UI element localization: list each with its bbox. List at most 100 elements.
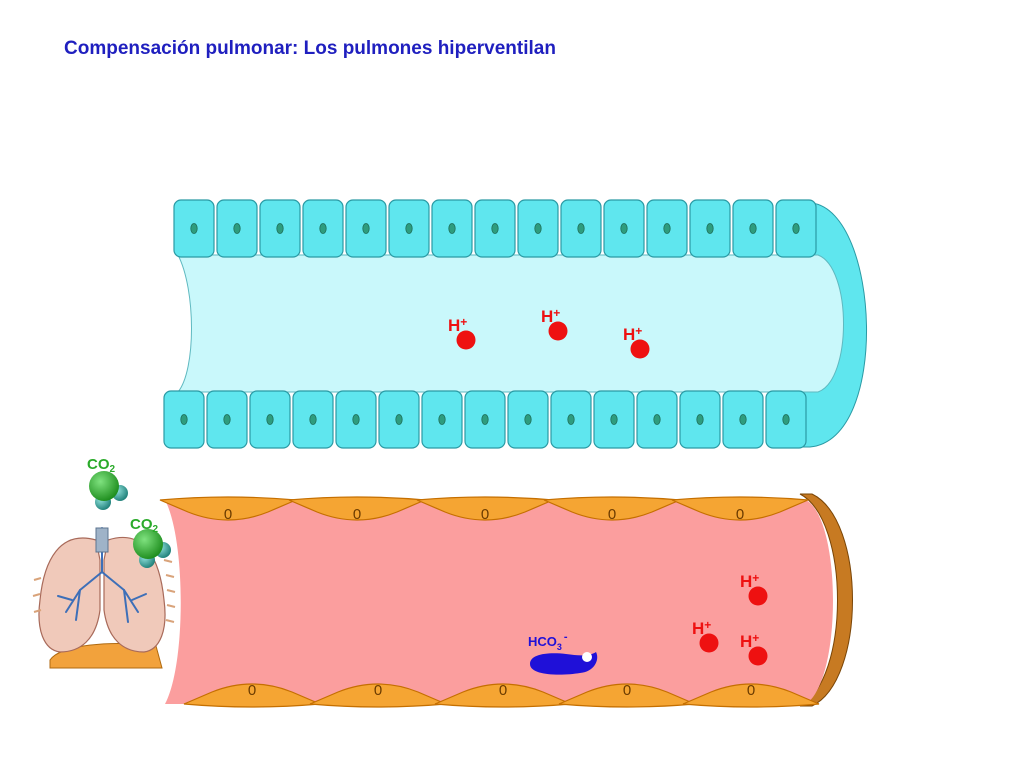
cell-nucleus: [223, 414, 231, 425]
tubule-cell: [765, 390, 807, 449]
endothelial-cell: 0: [682, 682, 820, 708]
co2-molecule-icon: [133, 529, 171, 568]
tubule-lumen: [176, 254, 844, 393]
tubule-cell: [593, 390, 635, 449]
tubule-cell: [345, 199, 387, 258]
tubule-cell: [163, 390, 205, 449]
left-lung: [38, 537, 101, 653]
tubule-cell: [378, 390, 420, 449]
tubule-cell: [464, 390, 506, 449]
tubule-cell-row-bottom: [163, 390, 807, 449]
tubule-cell: [775, 199, 817, 258]
cell-nucleus: [696, 414, 704, 425]
cell-nucleus: [276, 223, 284, 234]
cell-nucleus: [395, 414, 403, 425]
cell-nucleus: [663, 223, 671, 234]
cell-nucleus-label: 0: [608, 506, 616, 523]
cell-nucleus: [481, 414, 489, 425]
cell-nucleus: [706, 223, 714, 234]
vessel-outer-wall: [799, 493, 853, 707]
tubule-cell: [249, 390, 291, 449]
cell-nucleus-label: 0: [736, 506, 744, 523]
tubule-cell: [388, 199, 430, 258]
cell-nucleus: [233, 223, 241, 234]
cell-nucleus: [577, 223, 585, 234]
bicarbonate-ion-icon: [530, 652, 598, 675]
tubule-cell: [732, 199, 774, 258]
tubule-cell: [603, 199, 645, 258]
cell-nucleus: [405, 223, 413, 234]
cell-nucleus: [567, 414, 575, 425]
cell-nucleus-label: 0: [481, 506, 489, 523]
hydrogen-ion-icon: H+: [623, 324, 650, 359]
cell-nucleus-label: 0: [747, 682, 755, 699]
co2-molecule-icon: [89, 471, 128, 510]
tubule-cell: [689, 199, 731, 258]
tubule-cell: [517, 199, 559, 258]
co2-label: CO2: [87, 456, 116, 475]
hydrogen-ion-icon: H+: [740, 631, 768, 666]
tubule-cell: [722, 390, 764, 449]
cell-nucleus: [448, 223, 456, 234]
cell-nucleus-label: 0: [224, 506, 232, 523]
endothelial-row-top: 0 0 0 0 0: [159, 496, 809, 523]
renal-tubule: [163, 199, 867, 449]
rib-ticks: [32, 559, 176, 623]
tubule-cell: [302, 199, 344, 258]
tubule-cell: [636, 390, 678, 449]
hydrogen-label: H+: [448, 315, 467, 335]
cell-nucleus: [309, 414, 317, 425]
endothelial-cell: 0: [671, 496, 809, 523]
page-title: Compensación pulmonar: Los pulmones hipe…: [64, 38, 556, 59]
bicarbonate-label: HCO3-: [528, 631, 568, 652]
cell-nucleus-label: 0: [353, 506, 361, 523]
hydrogen-ions: H+ H+ H+ H+ H+ H+: [448, 306, 768, 666]
blood-vessel: 0 0 0 0 0 0 0 0 0 0: [159, 493, 853, 708]
hydrogen-label: H+: [692, 618, 711, 638]
cell-nucleus: [749, 223, 757, 234]
hydrogen-ion-icon: H+: [740, 571, 768, 606]
cell-nucleus: [362, 223, 370, 234]
cell-nucleus-label: 0: [499, 682, 507, 699]
hydrogen-label: H+: [541, 306, 560, 326]
hydrogen-ion-icon: H+: [448, 315, 476, 350]
hydrogen-label: H+: [623, 324, 642, 344]
hydrogen-ion-icon: H+: [541, 306, 568, 341]
cell-nucleus: [319, 223, 327, 234]
cell-nucleus: [491, 223, 499, 234]
hydrogen-label: H+: [740, 571, 759, 591]
cell-nucleus: [653, 414, 661, 425]
tubule-cell: [431, 199, 473, 258]
cell-nucleus: [438, 414, 446, 425]
tubule-cell: [679, 390, 721, 449]
tubule-cell: [560, 199, 602, 258]
cell-nucleus: [792, 223, 800, 234]
cell-nucleus: [266, 414, 274, 425]
tubule-cell: [259, 199, 301, 258]
tubule-cell: [173, 199, 215, 258]
tubule-cell-row-top: [173, 199, 817, 258]
bronchi: [57, 527, 147, 623]
hydrogen-ion-icon: H+: [692, 618, 719, 653]
tubule-cell: [550, 390, 592, 449]
tubule-cell: [507, 390, 549, 449]
cell-nucleus-label: 0: [623, 682, 631, 699]
tubule-cell: [216, 199, 258, 258]
tubule-cell: [292, 390, 334, 449]
cell-nucleus: [180, 414, 188, 425]
tubule-cell: [206, 390, 248, 449]
tubule-cell: [421, 390, 463, 449]
vessel-lumen: [165, 500, 833, 704]
tubule-cell: [646, 199, 688, 258]
cell-nucleus: [524, 414, 532, 425]
cell-nucleus-label: 0: [248, 682, 256, 699]
cell-nucleus: [190, 223, 198, 234]
tubule-cell: [335, 390, 377, 449]
cell-nucleus: [610, 414, 618, 425]
tubule-cell: [474, 199, 516, 258]
hydrogen-label: H+: [740, 631, 759, 651]
cell-nucleus: [782, 414, 790, 425]
cell-nucleus: [739, 414, 747, 425]
